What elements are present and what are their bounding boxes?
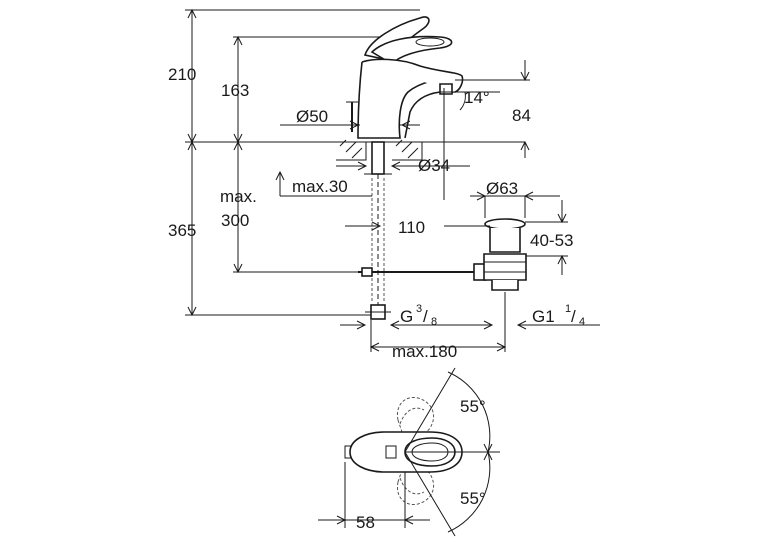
dim-angle-bottom: 55° bbox=[460, 489, 486, 508]
pull-rod bbox=[358, 263, 487, 281]
dim-base-diameter: Ø50 bbox=[296, 107, 328, 126]
dim-connection-den: 8 bbox=[431, 316, 437, 328]
dim-spout-angle: 14° bbox=[464, 88, 490, 107]
faucet-side-view bbox=[346, 16, 464, 139]
dim-waste-thread-main: G1 bbox=[532, 307, 555, 326]
deck-section bbox=[185, 139, 525, 161]
dim-angle-top: 55° bbox=[460, 397, 486, 416]
dim-max-value: 300 bbox=[221, 211, 249, 230]
dim-hole-diameter: Ø34 bbox=[418, 156, 450, 175]
dim-lever-depth: 58 bbox=[356, 513, 375, 532]
dim-connection-thread: G 3 / 8 bbox=[400, 303, 437, 328]
dimension-lines bbox=[185, 8, 600, 352]
dim-waste-thread-num: 1 bbox=[565, 303, 571, 315]
dim-below-height: 365 bbox=[168, 221, 196, 240]
dim-connection-slash: / bbox=[423, 307, 428, 326]
dim-max-label: max. bbox=[220, 187, 257, 206]
dim-waste-thread-slash: / bbox=[571, 307, 576, 326]
dim-waste-thread: G1 1 / 4 bbox=[532, 303, 585, 328]
dim-outlet-height: 84 bbox=[512, 106, 531, 125]
popup-waste bbox=[483, 218, 527, 291]
dim-waste-diameter: Ø63 bbox=[486, 179, 518, 198]
dim-connection-main: G bbox=[400, 307, 413, 326]
dim-max-thickness: max.30 bbox=[292, 177, 348, 196]
dim-waste-range: 40-53 bbox=[530, 231, 573, 250]
faucet-top-view bbox=[318, 367, 500, 537]
dim-spout-height: 163 bbox=[221, 81, 249, 100]
dim-reach: 110 bbox=[398, 218, 425, 237]
dim-max-horizontal: max.180 bbox=[392, 342, 457, 361]
dim-connection-num: 3 bbox=[416, 303, 422, 315]
dim-waste-thread-den: 4 bbox=[579, 316, 585, 328]
dim-total-height: 210 bbox=[168, 65, 196, 84]
mounting-rod bbox=[364, 141, 392, 320]
